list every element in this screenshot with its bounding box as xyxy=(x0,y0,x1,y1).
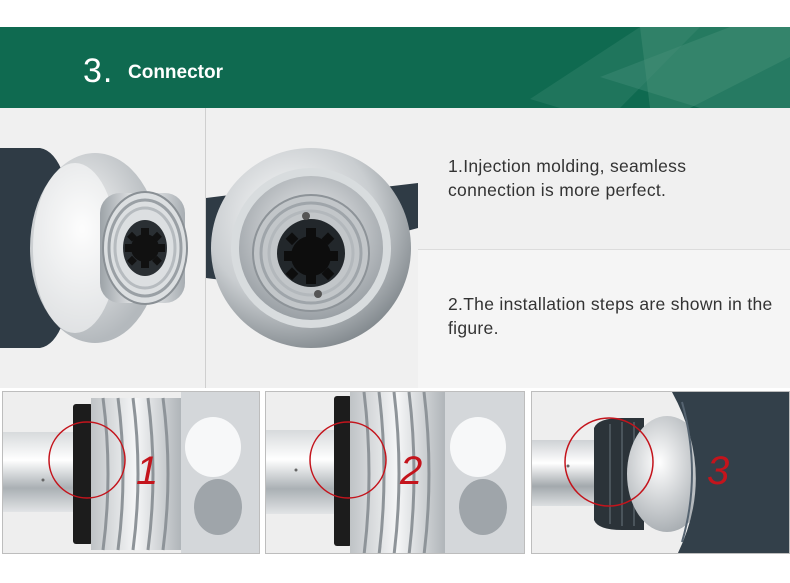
section-banner: 3. Connector xyxy=(0,27,790,108)
step-3-photo: 3 xyxy=(531,391,790,554)
step-number-1: 1 xyxy=(136,449,159,493)
top-section: 1.Injection molding, seamless connection… xyxy=(0,108,790,388)
step-number-3: 3 xyxy=(707,449,730,493)
info-panel: 1.Injection molding, seamless connection… xyxy=(418,108,790,388)
step-1-photo: 1 xyxy=(2,391,260,554)
step-number-2: 2 xyxy=(400,449,423,493)
section-number: 3. xyxy=(83,52,114,90)
section-title: Connector xyxy=(128,62,223,83)
step-2-photo: 2 xyxy=(265,391,525,554)
feature-block-2: 2.The installation steps are shown in th… xyxy=(418,250,790,388)
connector-thread-photo xyxy=(0,108,205,388)
feature-text-1: 1.Injection molding, seamless connection… xyxy=(448,156,687,200)
banner-decoration xyxy=(530,27,790,108)
installation-steps: 1 xyxy=(0,388,790,583)
connector-front-photo xyxy=(206,108,418,388)
photo-divider xyxy=(205,108,206,388)
info-divider xyxy=(418,249,790,250)
feature-text-2: 2.The installation steps are shown in th… xyxy=(448,294,773,338)
feature-block-1: 1.Injection molding, seamless connection… xyxy=(418,108,790,250)
